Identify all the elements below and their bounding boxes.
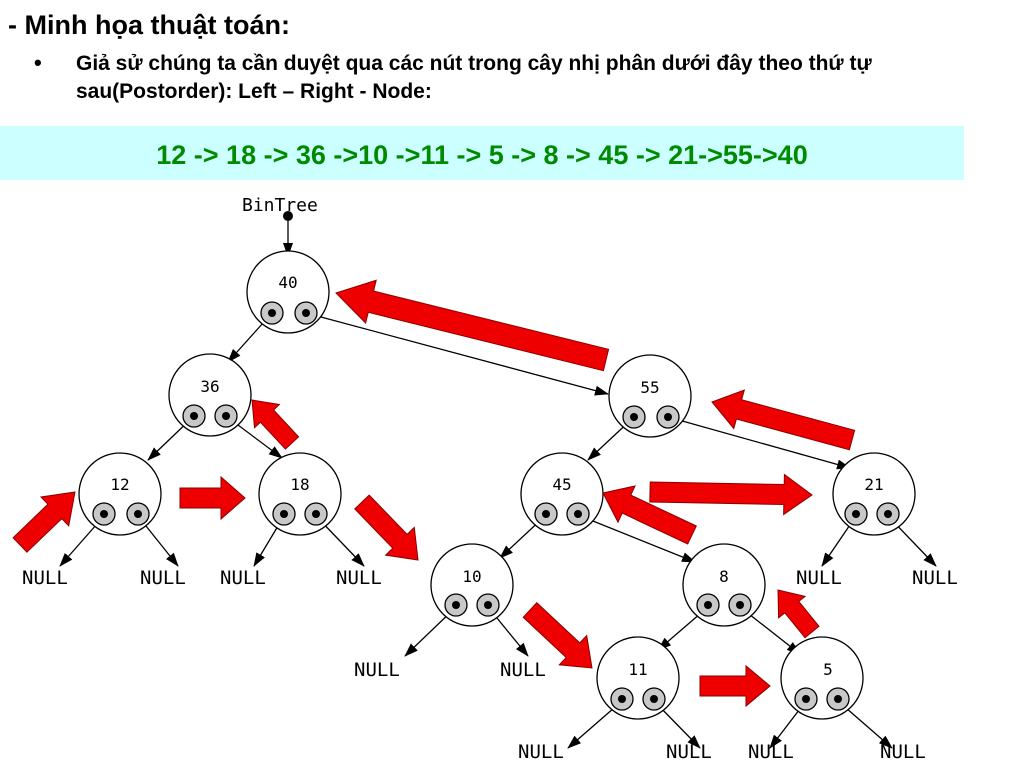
arrow-5-to-8 bbox=[777, 589, 820, 639]
null-label: NULL bbox=[796, 567, 842, 589]
null-label: NULL bbox=[500, 659, 546, 681]
node-value: 10 bbox=[462, 567, 481, 586]
null-label: NULL bbox=[666, 741, 712, 763]
edge-45-8 bbox=[577, 514, 696, 563]
node-value: 55 bbox=[640, 378, 659, 397]
node-value: 45 bbox=[552, 475, 571, 494]
node-value: 8 bbox=[719, 567, 729, 586]
tree-node-18: 18 bbox=[258, 452, 342, 536]
tree-node-40: 40 bbox=[246, 250, 330, 334]
arrow-18-up-to-36 bbox=[251, 399, 300, 450]
arrow-12-to-18 bbox=[179, 475, 246, 521]
tree-node-36: 36 bbox=[168, 353, 252, 437]
tree-node-5: 5 bbox=[780, 636, 864, 720]
null-label: NULL bbox=[336, 567, 382, 589]
tree-node-21: 21 bbox=[832, 452, 916, 536]
arrow-55-to-40 bbox=[335, 279, 610, 372]
tree-node-11: 11 bbox=[596, 636, 680, 720]
tree-node-55: 55 bbox=[608, 354, 692, 438]
node-value: 18 bbox=[290, 475, 309, 494]
null-label: NULL bbox=[912, 567, 958, 589]
description-text: Giả sử chúng ta cần duyệt qua các nút tr… bbox=[76, 52, 872, 103]
tree-node-45: 45 bbox=[520, 452, 604, 536]
traversal-arrows bbox=[12, 279, 856, 708]
arrow-8-to-45 bbox=[602, 485, 697, 545]
postorder-sequence: 12 -> 18 -> 36 ->10 ->11 -> 5 -> 8 -> 45… bbox=[156, 140, 808, 170]
node-value: 5 bbox=[823, 660, 833, 679]
bintree-label: BinTree bbox=[242, 195, 318, 216]
node-value: 21 bbox=[864, 475, 883, 494]
node-value: 11 bbox=[628, 660, 647, 679]
tree-node-8: 8 bbox=[682, 543, 766, 627]
null-label: NULL bbox=[880, 741, 926, 763]
arrow-11-to-5 bbox=[699, 664, 771, 708]
bullet-marker: • bbox=[34, 50, 42, 75]
arrow-18-to-36 bbox=[354, 494, 419, 561]
slide-title: - Minh họa thuật toán: bbox=[8, 10, 290, 40]
null-label: NULL bbox=[518, 741, 564, 763]
null-label: NULL bbox=[354, 659, 400, 681]
null-label: NULL bbox=[748, 741, 794, 763]
null-label: NULL bbox=[140, 567, 186, 589]
node-value: 12 bbox=[110, 475, 129, 494]
arrow-start-to-12 bbox=[12, 491, 76, 553]
sequence-banner: 12 -> 18 -> 36 ->10 ->11 -> 5 -> 8 -> 45… bbox=[0, 126, 964, 180]
node-value: 40 bbox=[278, 273, 297, 292]
edge-55-21 bbox=[667, 416, 851, 470]
arrow-to-11 bbox=[522, 601, 593, 669]
arrow-21-to-55 bbox=[711, 389, 856, 451]
tree-node-12: 12 bbox=[78, 452, 162, 536]
edge-40-55 bbox=[305, 312, 609, 396]
null-label: NULL bbox=[220, 567, 266, 589]
tree-node-10: 10 bbox=[430, 543, 514, 627]
arrow-45-to-21 bbox=[649, 473, 813, 516]
null-label: NULL bbox=[22, 567, 68, 589]
node-value: 36 bbox=[200, 377, 219, 396]
